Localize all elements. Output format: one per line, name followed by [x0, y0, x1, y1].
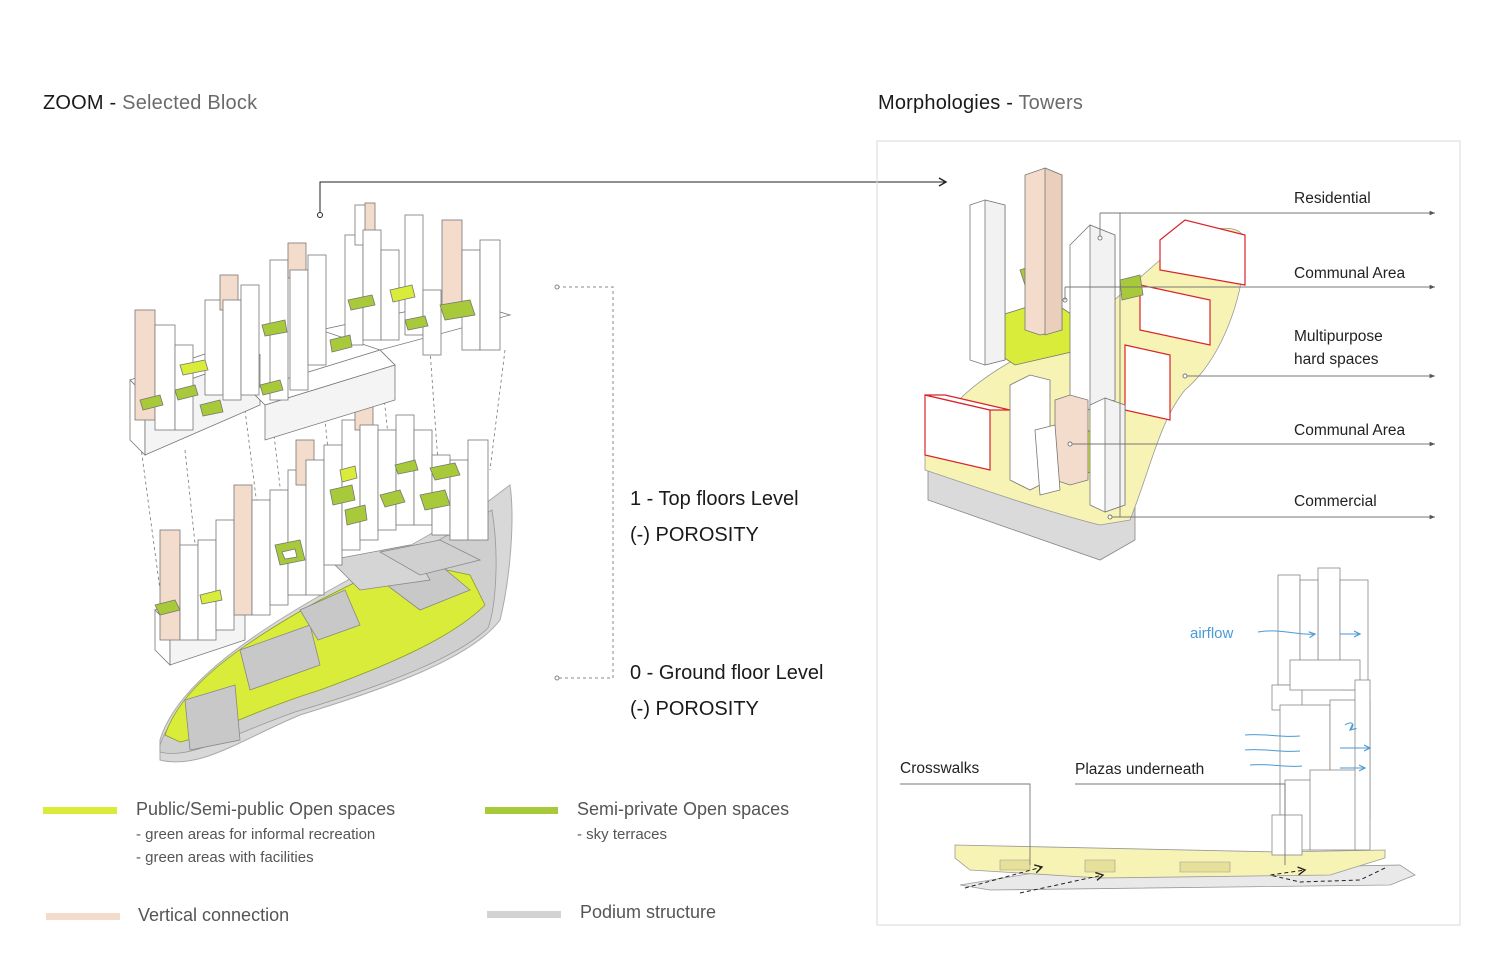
legend-swatch-podium — [487, 911, 561, 918]
label-residential: Residential — [1294, 190, 1371, 207]
legend-swatch-public — [43, 807, 117, 814]
top-level-name: 1 - Top floors Level — [630, 488, 799, 510]
legend-vertical-title: Vertical connection — [138, 905, 290, 925]
label-airflow: airflow — [1190, 625, 1234, 642]
label-communal-area-upper: Communal Area — [1294, 265, 1406, 282]
legend-public-sub2: - green areas with facilities — [136, 849, 314, 866]
left-panel-title: ZOOM - Selected Block — [43, 92, 257, 115]
legend-swatch-vertical — [46, 913, 120, 920]
right-title-sep: - — [1000, 92, 1019, 114]
ground-level-porosity: (-) POROSITY — [630, 698, 759, 720]
tower-label-leaders — [1062, 210, 1435, 520]
label-communal-area-lower: Communal Area — [1294, 422, 1406, 439]
airflow-arrows — [1244, 630, 1370, 768]
right-title-sub: Towers — [1018, 92, 1084, 114]
label-crosswalks: Crosswalks — [900, 760, 980, 777]
left-title-main: ZOOM — [43, 92, 104, 114]
right-title-main: Morphologies — [878, 92, 1001, 114]
label-commercial: Commercial — [1294, 493, 1377, 510]
label-multipurpose: Multipurpose — [1294, 328, 1383, 345]
section-diagram — [900, 567, 1416, 894]
zoom-connector — [317, 177, 948, 218]
label-hard-spaces: hard spaces — [1294, 351, 1379, 368]
right-panel-frame — [876, 140, 1461, 926]
legend-public-title: Public/Semi-public Open spaces — [136, 799, 396, 819]
legend-podium-title: Podium structure — [580, 902, 717, 922]
left-title-sub: Selected Block — [122, 92, 258, 114]
legend-swatch-semiprivate — [485, 807, 558, 814]
left-block-axonometric — [129, 202, 513, 763]
right-panel-title: Morphologies - Towers — [878, 92, 1083, 115]
ground-level-name: 0 - Ground floor Level — [630, 662, 824, 684]
legend-public-sub1: - green areas for informal recreation — [136, 826, 376, 843]
right-tower-axonometric — [924, 167, 1246, 561]
legend-semiprivate-title: Semi-private Open spaces — [577, 799, 790, 819]
left-title-sep: - — [103, 92, 123, 114]
label-plazas-underneath: Plazas underneath — [1075, 761, 1205, 778]
legend-semiprivate-sub1: - sky terraces — [577, 826, 668, 843]
top-level-porosity: (-) POROSITY — [630, 524, 759, 546]
level-bracket — [554, 284, 614, 681]
